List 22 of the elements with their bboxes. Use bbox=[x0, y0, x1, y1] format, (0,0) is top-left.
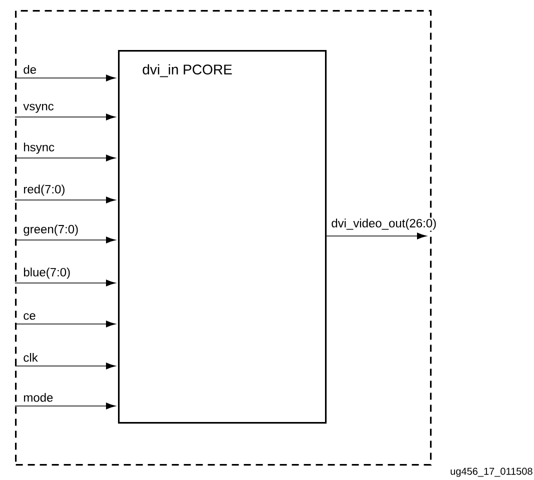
arrow bbox=[14, 280, 116, 286]
signal-label: dvi_video_out(26:0) bbox=[332, 218, 436, 230]
signal-label: ce bbox=[24, 313, 36, 320]
signal-label: hsync bbox=[24, 142, 54, 154]
signal-label: mode bbox=[24, 393, 53, 402]
signal-label: green(7:0) bbox=[24, 224, 78, 236]
arrow bbox=[14, 320, 116, 328]
arrow bbox=[14, 74, 116, 82]
arrow bbox=[14, 196, 116, 204]
arrow bbox=[14, 236, 116, 244]
signal-label: vsync bbox=[23, 104, 54, 113]
arrow bbox=[14, 402, 116, 410]
core-block: dvi_in PCORE bbox=[118, 50, 327, 424]
arrow bbox=[326, 232, 426, 240]
figure-id: ug456_17_011508 bbox=[450, 468, 532, 477]
arrow bbox=[14, 362, 116, 370]
arrow bbox=[14, 114, 116, 120]
signal-label: de bbox=[24, 65, 36, 74]
signal-label: red(7:0) bbox=[24, 184, 64, 196]
arrow bbox=[14, 154, 116, 162]
signal-label: blue(7:0) bbox=[24, 268, 70, 279]
signal-label: clk bbox=[24, 353, 38, 362]
